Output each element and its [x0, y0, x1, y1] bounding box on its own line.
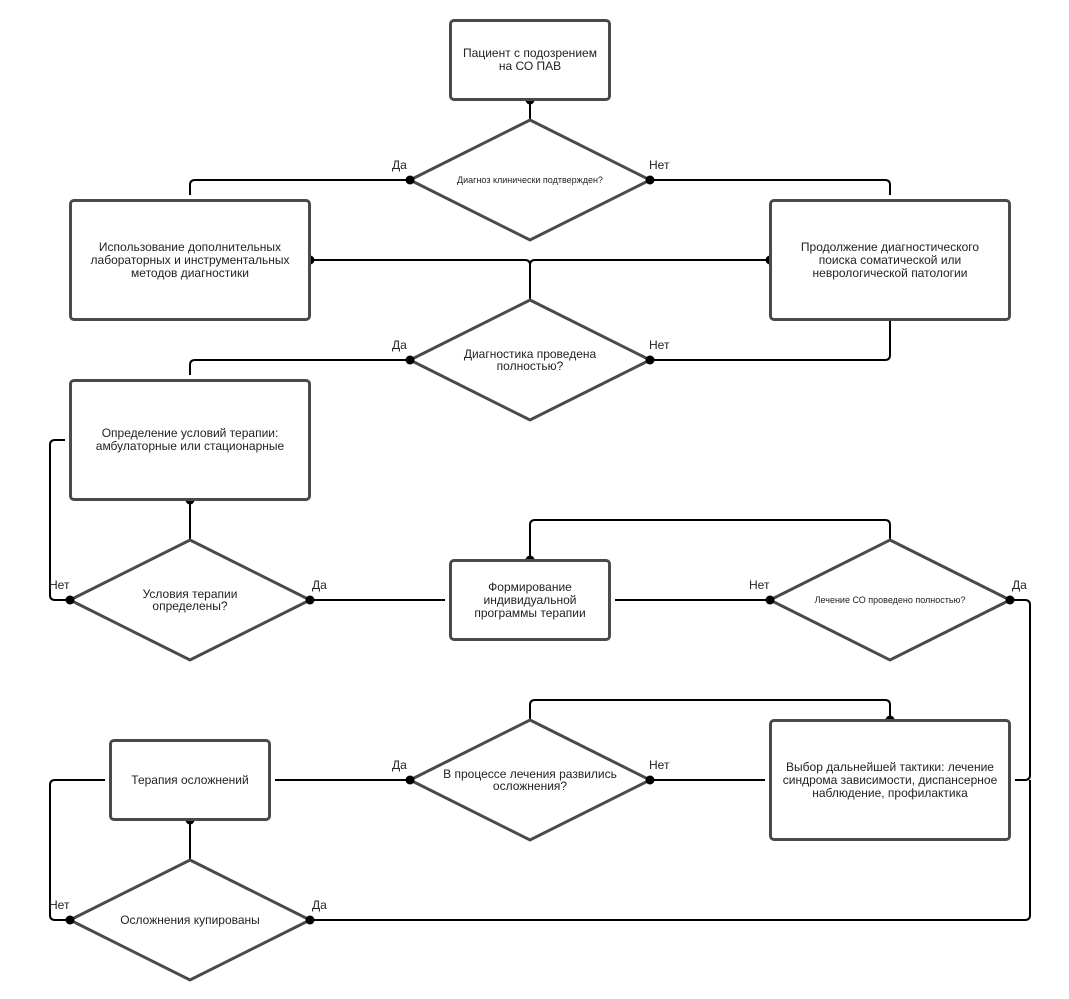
connector-line [49, 439, 70, 601]
connection-dot [305, 915, 315, 925]
edge-label-yes: Да [392, 338, 407, 352]
node-complication-therapy-text: Терапия осложнений [131, 772, 249, 787]
decision-diagnosis-confirmed[interactable]: Диагноз клинически подтвержден? [430, 160, 630, 200]
edge-label-no: Нет [649, 338, 670, 352]
connector-line [529, 519, 891, 560]
decision-diamond [406, 298, 654, 422]
node-therapy-conditions-text: Определение условий терапии: амбулаторны… [95, 426, 285, 453]
connection-dot [765, 595, 775, 605]
node-continue-search-text: Продолжение диагностического поиска сома… [800, 239, 980, 280]
edge-label-yes: Да [392, 758, 407, 772]
decision-complications-resolved-text: Осложнения купированы [120, 913, 260, 927]
node-continue-search[interactable]: Продолжение диагностического поиска сома… [769, 199, 1011, 321]
decision-treatment-complete[interactable]: Лечение СО проведено полностью? [790, 580, 990, 620]
connector-line [650, 179, 891, 195]
decision-conditions-defined[interactable]: Условия терапии определены? [110, 580, 270, 620]
edge-label-no: Нет [49, 578, 70, 592]
connection-dot [305, 595, 315, 605]
node-complication-therapy[interactable]: Терапия осложнений [109, 739, 271, 821]
connection-dot [405, 175, 415, 185]
node-start-text: Пациент с подозрением на СО ПАВ [463, 46, 597, 73]
connectors [49, 100, 1031, 921]
edge-label-no: Нет [749, 578, 770, 592]
connector-line [310, 780, 1031, 921]
connector-line [650, 320, 891, 361]
connection-dot [645, 175, 655, 185]
edge-label-no: Нет [49, 898, 70, 912]
connector-line [189, 359, 410, 375]
node-additional-diagnostics-text: Использование дополнительных лабораторны… [90, 239, 290, 280]
decision-diagnosis-confirmed-text: Диагноз клинически подтвержден? [457, 175, 603, 185]
decision-diamond [66, 858, 314, 982]
decision-diamond [406, 118, 654, 242]
node-further-tactics[interactable]: Выбор дальнейшей тактики: лечение синдро… [769, 719, 1011, 841]
node-additional-diagnostics[interactable]: Использование дополнительных лабораторны… [69, 199, 311, 321]
decision-complications-developed[interactable]: В процессе лечения развились осложнения? [440, 760, 620, 800]
decision-diagnostics-complete[interactable]: Диагностика проведена полностью? [440, 340, 620, 380]
node-further-tactics-text: Выбор дальнейшей тактики: лечение синдро… [782, 759, 998, 800]
connector-line [529, 699, 891, 720]
connection-dot [405, 355, 415, 365]
edge-label-yes: Да [392, 158, 407, 172]
connection-dot [65, 595, 75, 605]
node-therapy-conditions[interactable]: Определение условий терапии: амбулаторны… [69, 379, 311, 501]
connection-dot [405, 775, 415, 785]
shapes [66, 118, 1014, 982]
node-start[interactable]: Пациент с подозрением на СО ПАВ [449, 19, 611, 101]
decision-diamond [66, 538, 314, 662]
connector-line [529, 259, 770, 266]
connector-line [189, 179, 410, 195]
edge-label-yes: Да [1012, 578, 1027, 592]
node-individual-program-text: Формирование индивидуальной программы те… [474, 579, 586, 620]
node-individual-program[interactable]: Формирование индивидуальной программы те… [449, 559, 611, 641]
edge-label-no: Нет [649, 758, 670, 772]
decision-conditions-defined-text: Условия терапии определены? [142, 587, 238, 613]
connection-dot [645, 355, 655, 365]
connector-line [310, 259, 531, 300]
decision-treatment-complete-text: Лечение СО проведено полностью? [814, 595, 966, 605]
connection-dot [645, 775, 655, 785]
connector-line [1010, 599, 1031, 781]
connector-line [49, 779, 105, 921]
edge-label-yes: Да [312, 898, 327, 912]
connection-dot [65, 915, 75, 925]
decision-diamond [766, 538, 1014, 662]
edge-label-yes: Да [312, 578, 327, 592]
decision-complications-developed-text: В процессе лечения развились осложнения? [443, 767, 617, 793]
decision-diamond [406, 718, 654, 842]
edge-label-no: Нет [649, 158, 670, 172]
decision-diagnostics-complete-text: Диагностика проведена полностью? [463, 347, 597, 373]
connection-dot [1005, 595, 1015, 605]
decision-complications-resolved[interactable]: Осложнения купированы [100, 900, 280, 940]
